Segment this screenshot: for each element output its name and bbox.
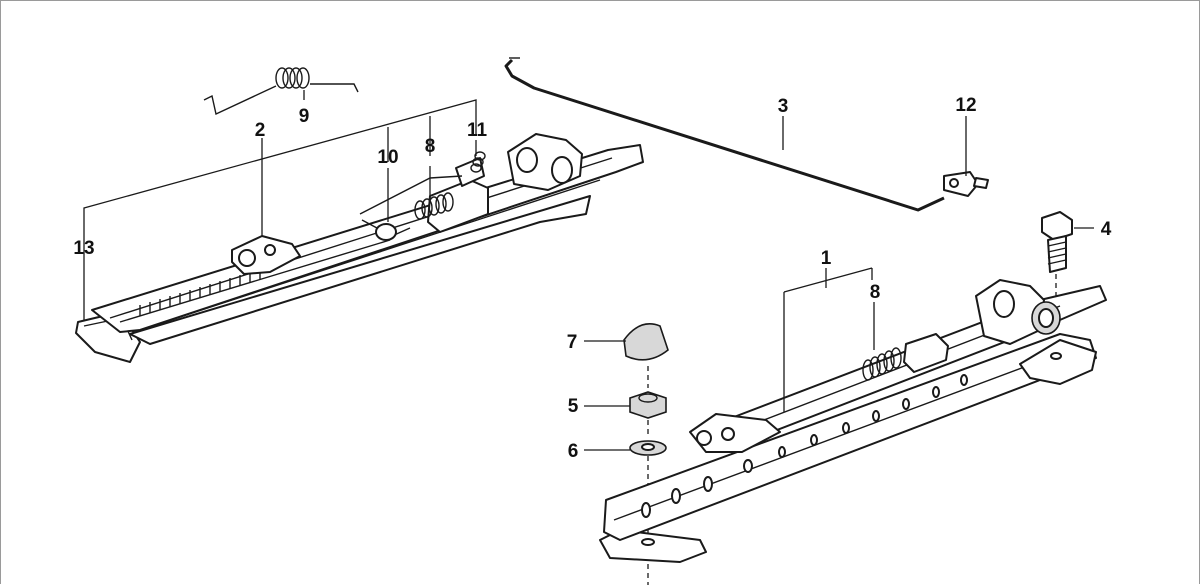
callout-4: 4 (1101, 219, 1112, 240)
callout-labels: 1 2 3 4 5 6 7 8 8 9 10 11 12 13 (73, 95, 1111, 462)
callout-1: 1 (821, 248, 832, 269)
callout-6: 6 (568, 441, 579, 462)
rod-part-3 (504, 57, 945, 212)
callout-12: 12 (955, 95, 976, 116)
leader-lines (83, 90, 1094, 451)
callout-7: 7 (567, 332, 578, 353)
callout-3: 3 (778, 96, 789, 117)
callout-2: 2 (255, 120, 266, 141)
washer-part-6 (629, 440, 667, 456)
bolt-part-4 (1041, 211, 1073, 273)
clip-part-12 (943, 171, 989, 197)
right-seat-rail (599, 279, 1107, 563)
callout-8-right: 8 (870, 282, 881, 303)
cap-part-7 (623, 323, 669, 361)
callout-8-left: 8 (425, 136, 436, 157)
callout-11: 11 (467, 120, 488, 141)
left-seat-rail (75, 133, 644, 363)
nut-part-5 (629, 391, 667, 419)
callout-13: 13 (73, 238, 94, 259)
spring-part-9 (203, 67, 359, 116)
callout-5: 5 (568, 396, 579, 417)
callout-10: 10 (377, 147, 398, 168)
callout-9: 9 (299, 106, 310, 127)
